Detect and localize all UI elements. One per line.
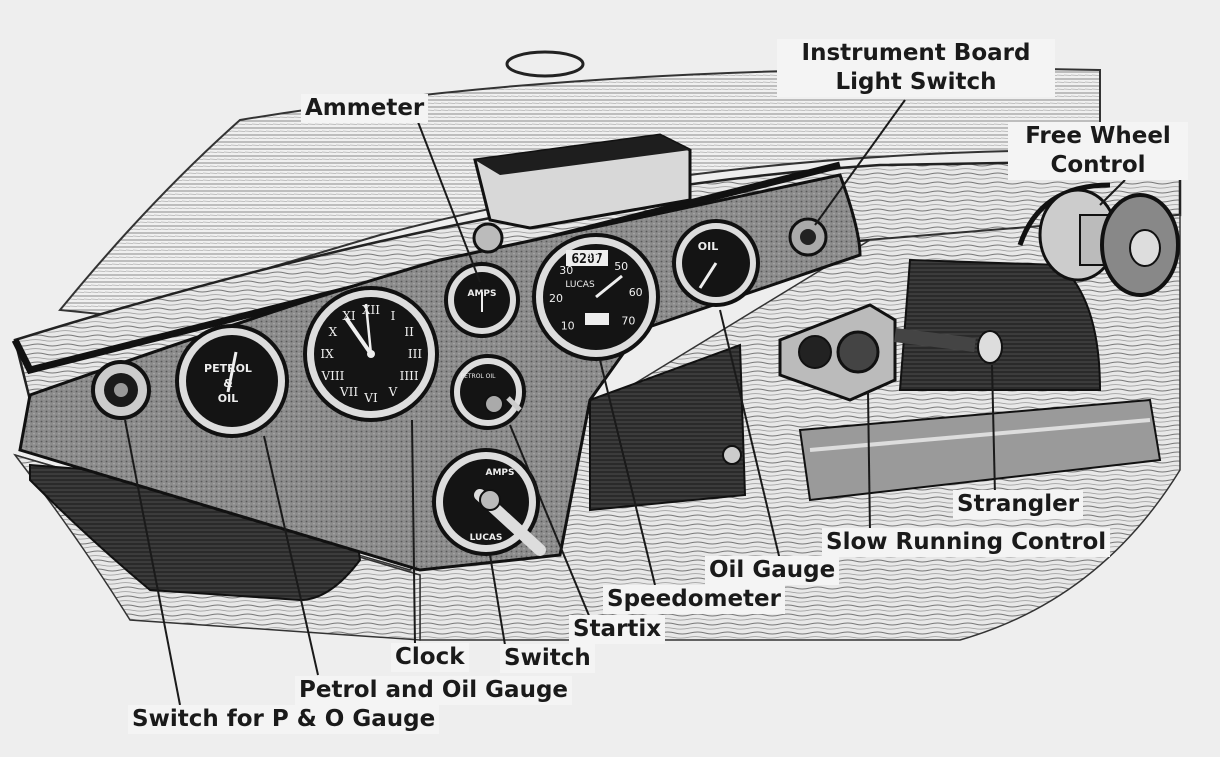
- label-instrument-board-light-switch: Instrument Board Light Switch: [777, 39, 1055, 97]
- cubby-bolt: [722, 445, 742, 465]
- clock-numeral: VII: [339, 385, 358, 399]
- label-instrument-board-line-1: Instrument Board: [801, 40, 1031, 66]
- leader-instrument-board-light-switch: [814, 99, 906, 226]
- clock-numeral: X: [329, 325, 338, 339]
- center-cubby: [589, 343, 747, 512]
- label-clock: Clock: [391, 643, 469, 672]
- steering-column: [798, 398, 1162, 502]
- clock-numeral: IX: [320, 347, 334, 361]
- speedo-number: 60: [629, 286, 643, 299]
- leader-ammeter: [417, 121, 481, 283]
- label-switch: Switch: [500, 644, 595, 673]
- leader-clock: [411, 419, 416, 646]
- speedo-number: 70: [621, 315, 635, 328]
- ammeter-dial: AMPS: [444, 262, 520, 338]
- speedo-number: 50: [614, 260, 628, 273]
- label-speedometer: Speedometer: [603, 585, 785, 614]
- speedo-number: 10: [561, 319, 575, 332]
- clock-numeral: XII: [362, 303, 380, 317]
- speedo-brand-text: LUCAS: [565, 280, 595, 290]
- clock-numeral: III: [408, 347, 422, 361]
- free-wheel-control-device: [1017, 182, 1180, 297]
- startix-dial-text: PETROL OIL: [460, 373, 496, 380]
- label-startix: Startix: [569, 615, 666, 644]
- label-free-wheel-line-1: Free Wheel: [1025, 123, 1171, 149]
- ammeter-lamp: [472, 222, 504, 254]
- leader-strangler: [991, 364, 996, 496]
- label-strangler: Strangler: [953, 490, 1084, 519]
- leader-slow-running-control: [867, 391, 871, 533]
- leader-startix: [509, 424, 591, 619]
- clock-numeral: IIII: [400, 369, 419, 383]
- petrol-oil-dial-text-1: PETROL: [204, 362, 252, 375]
- main-switch-dial: AMPS LUCAS: [432, 448, 546, 556]
- dash-tray-lid: [475, 135, 690, 175]
- label-petrol-and-oil-gauge: Petrol and Oil Gauge: [295, 676, 573, 705]
- leader-free-wheel-control: [1099, 179, 1126, 206]
- label-instrument-board-line-2: Light Switch: [835, 69, 997, 95]
- cowl-top: [58, 67, 1101, 317]
- switch-amps-text: AMPS: [486, 468, 515, 478]
- label-slow-running-control: Slow Running Control: [822, 528, 1111, 557]
- speedo-number: 20: [549, 292, 563, 305]
- leader-oil-gauge: [719, 309, 781, 561]
- clock-numeral: VI: [363, 391, 378, 405]
- startix-dial: PETROL OIL: [450, 354, 526, 430]
- petrol-oil-dial-text-3: OIL: [218, 392, 238, 405]
- switch-for-p-o-gauge-dial: [91, 360, 151, 420]
- label-oil-gauge: Oil Gauge: [705, 556, 840, 585]
- petrol-oil-gauge-dial: PETROL & OIL: [175, 324, 289, 438]
- speedo-odometer-text: 6207: [571, 252, 602, 267]
- leader-lines: [124, 99, 1126, 706]
- windscreen-mount: [505, 50, 585, 78]
- speedo-number: 40: [586, 251, 600, 264]
- speedo-number: 30: [559, 264, 573, 277]
- label-ammeter: Ammeter: [301, 94, 429, 123]
- carb-controls-device: [778, 303, 1003, 402]
- clock-numeral: VIII: [320, 369, 344, 383]
- label-switch-for-p-o-gauge: Switch for P & O Gauge: [128, 705, 440, 734]
- clock-numeral: II: [404, 325, 414, 339]
- column-highlight: [809, 418, 1151, 452]
- label-free-wheel-line-2: Control: [1050, 152, 1146, 178]
- leader-petrol-and-oil-gauge: [263, 435, 319, 676]
- leader-speedometer: [599, 359, 656, 586]
- switch-brand-text: LUCAS: [470, 533, 503, 543]
- instrument-board-light-switch-device: [788, 217, 828, 257]
- label-free-wheel-control: Free Wheel Control: [1008, 122, 1188, 180]
- oil-dial-text: OIL: [698, 240, 718, 253]
- leader-switch: [489, 554, 506, 646]
- leader-switch-for-p-o-gauge: [124, 419, 181, 706]
- clock-numeral: V: [388, 385, 398, 399]
- oil-gauge-dial: OIL: [672, 219, 760, 307]
- clock-numeral: I: [391, 309, 396, 323]
